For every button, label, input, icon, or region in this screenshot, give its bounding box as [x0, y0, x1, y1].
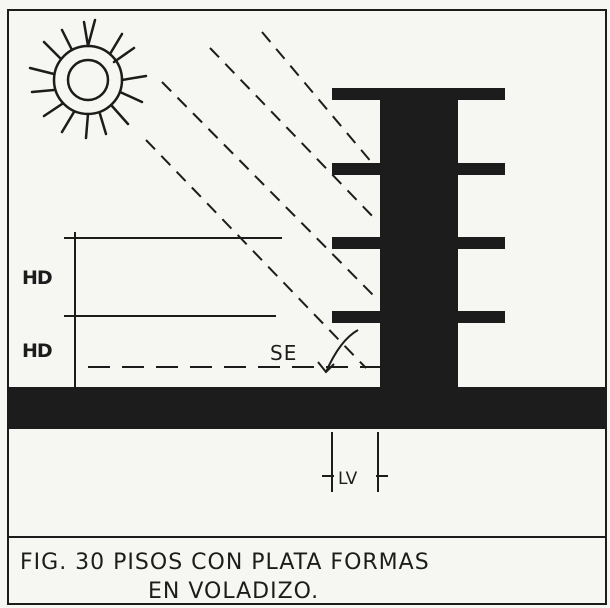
sun-icon [28, 18, 148, 140]
sun-rays [145, 31, 379, 369]
cantilever-slab-1 [332, 88, 505, 100]
se-label: SE [270, 341, 297, 365]
sun-ray-3 [161, 81, 379, 301]
cantilever-slab-2 [332, 163, 505, 175]
caption-line-1: FIG. 30 PISOS CON PLATA FORMAS [20, 550, 430, 575]
sun-ray-4 [145, 139, 367, 369]
sun-ray-1 [261, 31, 379, 171]
cantilever-slab-4 [332, 311, 505, 323]
hd-upper-label: HD [22, 267, 52, 289]
sun-ray-2 [209, 47, 379, 223]
outer-frame [7, 9, 607, 605]
se-arrow [317, 361, 335, 374]
se-angle-arc [325, 329, 359, 373]
hd-lower-label: HD [22, 340, 52, 362]
lv-label: LV [338, 469, 358, 489]
cantilever-slab-3 [332, 237, 505, 249]
ground-slab [8, 387, 606, 429]
caption-line-2: EN VOLADIZO. [148, 579, 319, 604]
